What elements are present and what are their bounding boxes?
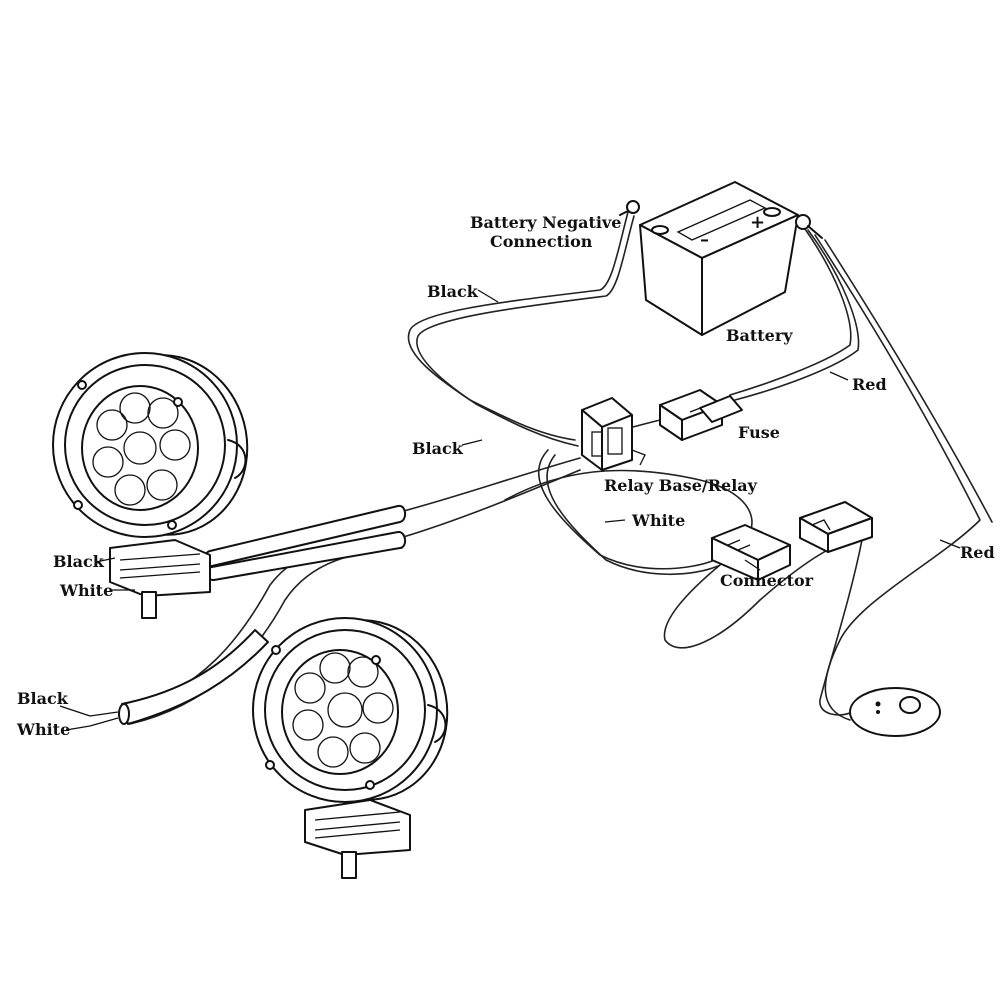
connector-male bbox=[799, 501, 873, 553]
label-fuse: Fuse bbox=[738, 423, 780, 442]
fuse-holder bbox=[659, 389, 743, 441]
label-white-mid: White bbox=[631, 511, 685, 530]
battery-side bbox=[701, 214, 799, 336]
red-switch-wire-2 bbox=[824, 239, 993, 523]
labels: Battery Negative Connection Black Batter… bbox=[16, 213, 995, 739]
work-light-upper bbox=[52, 352, 249, 619]
loose-white-end bbox=[89, 717, 119, 727]
battery: – + bbox=[639, 181, 799, 336]
arrow-black-end bbox=[59, 705, 91, 717]
loose-black-end bbox=[89, 711, 119, 717]
red-positive-wire-2 bbox=[734, 229, 860, 401]
harness-sleeve-cap bbox=[118, 703, 130, 725]
label-battery: Battery bbox=[726, 326, 793, 345]
label-red-upper: Red bbox=[852, 375, 887, 394]
led-array-upper bbox=[92, 392, 191, 506]
work-light-lower bbox=[252, 617, 449, 879]
harness-sleeve-end bbox=[121, 629, 269, 725]
relay-loop-wire bbox=[504, 469, 753, 546]
positive-terminal-mark: + bbox=[750, 212, 765, 233]
arrow-black-lamp bbox=[95, 557, 116, 563]
label-connector: Connector bbox=[720, 571, 814, 590]
label-battery-negative-2: Connection bbox=[490, 232, 593, 251]
arrow-red-lower bbox=[939, 539, 961, 549]
black-negative-wire bbox=[407, 211, 629, 441]
connector-switch-wire bbox=[663, 529, 871, 649]
switch-lead-wire bbox=[819, 539, 863, 716]
black-negative-wire-2 bbox=[416, 215, 635, 447]
negative-ring-lug bbox=[619, 200, 640, 216]
wiring-harness bbox=[89, 211, 993, 727]
label-red-lower: Red bbox=[960, 543, 995, 562]
negative-terminal-mark: – bbox=[700, 229, 709, 250]
label-white-end: White bbox=[16, 720, 70, 739]
label-white-lamp: White bbox=[59, 581, 113, 600]
label-relay: Relay Base/Relay bbox=[604, 476, 758, 495]
battery-negative-post bbox=[651, 225, 669, 235]
connector-female bbox=[711, 524, 791, 581]
arrow-black-mid bbox=[461, 439, 483, 446]
red-positive-wire bbox=[729, 221, 852, 396]
label-battery-negative-1: Battery Negative bbox=[470, 213, 621, 232]
label-black-end: Black bbox=[17, 689, 69, 708]
leader-arrows bbox=[59, 289, 961, 731]
battery-vent bbox=[676, 199, 767, 241]
arrow-black-top bbox=[477, 289, 499, 303]
label-black-mid: Black bbox=[412, 439, 464, 458]
arrow-connector bbox=[744, 559, 761, 571]
battery-positive-post bbox=[763, 207, 781, 217]
label-black-top: Black bbox=[427, 282, 479, 301]
label-black-lamp: Black bbox=[53, 552, 105, 571]
led-array-lower bbox=[292, 652, 394, 768]
rocker-switch bbox=[849, 687, 941, 737]
red-switch-wire bbox=[814, 234, 981, 721]
relay-base bbox=[581, 397, 646, 471]
arrow-red-upper bbox=[829, 371, 849, 381]
positive-ring-lug bbox=[795, 214, 823, 239]
white-relay-wire bbox=[537, 449, 716, 570]
arrow-white-mid bbox=[604, 519, 626, 523]
arrow-white-end bbox=[65, 725, 91, 731]
